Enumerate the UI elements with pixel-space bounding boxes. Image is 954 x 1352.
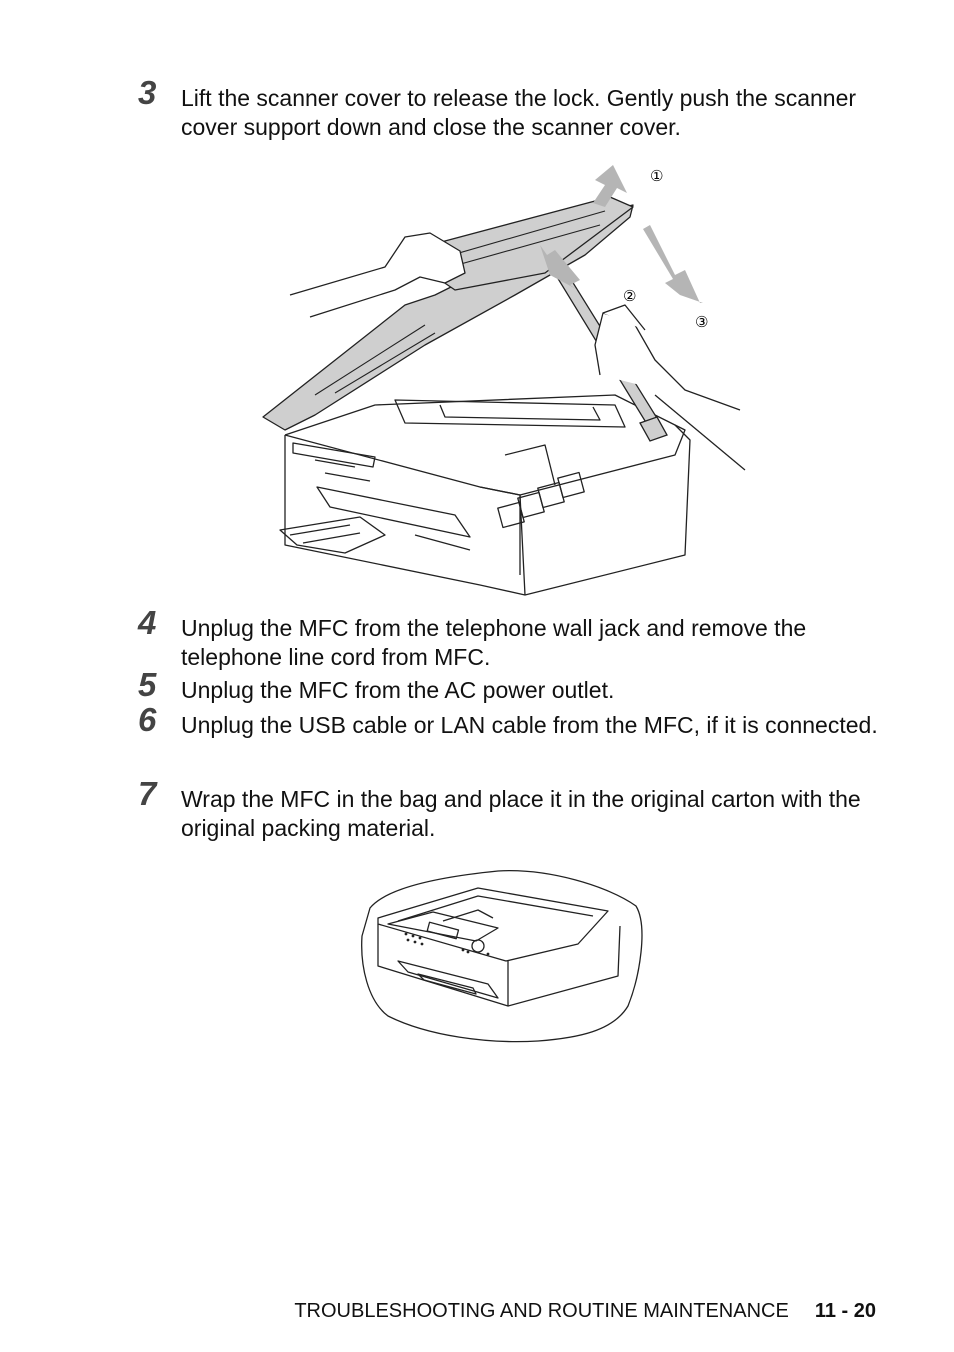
callout-3: ③ bbox=[695, 313, 708, 331]
step-number: 3 bbox=[138, 74, 157, 111]
scanner-cover-illustration: ① ② ③ bbox=[262, 165, 746, 596]
footer-section-title: TROUBLESHOOTING AND ROUTINE MAINTENANCE bbox=[294, 1300, 789, 1322]
step-text: Unplug the MFC from the AC power outlet. bbox=[181, 677, 615, 703]
step-number: 6 bbox=[138, 701, 157, 738]
step-text: Unplug the USB cable or LAN cable from t… bbox=[181, 712, 878, 738]
step-number: 7 bbox=[138, 775, 157, 812]
callout-1: ① bbox=[650, 167, 663, 185]
step-text: Unplug the MFC from the telephone wall j… bbox=[181, 615, 807, 670]
step-number: 5 bbox=[138, 666, 157, 703]
page-number: 11 - 20 bbox=[814, 1300, 876, 1322]
step-text: Lift the scanner cover to release the lo… bbox=[181, 85, 857, 140]
wrapped-mfc-illustration bbox=[361, 870, 643, 1043]
step-number: 4 bbox=[138, 604, 157, 641]
step-text: Wrap the MFC in the bag and place it in … bbox=[181, 786, 861, 841]
page-footer: TROUBLESHOOTING AND ROUTINE MAINTENANCE 1… bbox=[294, 1300, 876, 1323]
callout-2: ② bbox=[623, 287, 636, 305]
